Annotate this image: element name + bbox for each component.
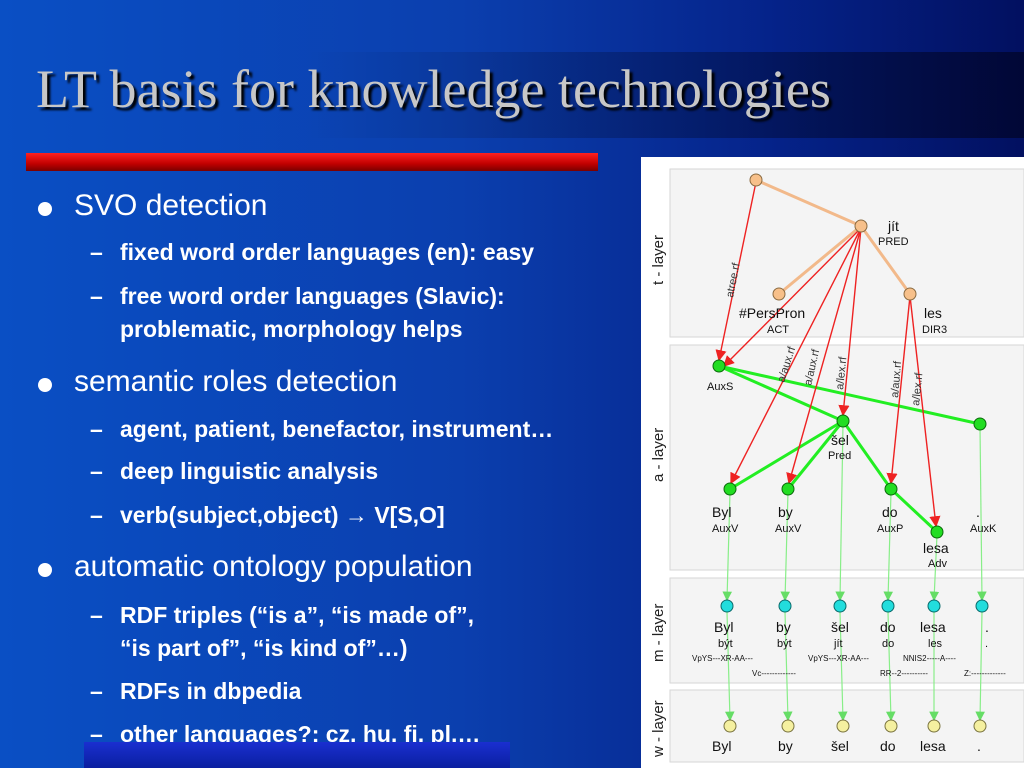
m-lemma: les <box>928 638 943 650</box>
a-node-by: by <box>778 504 793 520</box>
m-tag: VpYS---XR-AA--- <box>692 654 753 663</box>
m-lemma: být <box>718 638 733 650</box>
a-node-lesa: lesa <box>923 540 949 556</box>
t-node-les: les <box>924 305 942 321</box>
m-word: lesa <box>920 619 946 635</box>
a-layer-label: a - layer <box>650 428 667 482</box>
bullet-semantic-roles: semantic roles detection <box>74 365 398 398</box>
m-word: by <box>776 619 791 635</box>
m-layer-lemmas: být být jít do les . <box>718 638 988 650</box>
w-word: do <box>880 738 896 754</box>
a-node-dot: . <box>976 504 980 520</box>
bullet-dot <box>38 202 52 216</box>
w-word: by <box>778 738 793 754</box>
dash-marker: – <box>90 721 103 747</box>
w-word: Byl <box>712 738 731 754</box>
sub-bullet-rdfs-dbpedia: RDFs in dbpedia <box>120 678 302 704</box>
layer-diagram: t - layer a - layer m - layer w - layer <box>641 157 1024 768</box>
sub-bullet-deep-analysis: deep linguistic analysis <box>120 458 379 484</box>
m-word: šel <box>831 619 849 635</box>
m-layer-label: m - layer <box>650 604 667 662</box>
dash-marker: – <box>90 458 103 484</box>
sub-bullet-agent-patient: agent, patient, benefactor, instrument… <box>120 416 554 442</box>
edge-label-lex-2: a/lex.rf <box>910 371 925 406</box>
dash-marker: – <box>90 239 103 265</box>
m-tag: Z:------------- <box>964 669 1006 678</box>
dash-marker: – <box>90 283 103 309</box>
t-node-perspron: #PersPron <box>739 305 805 321</box>
m-layer-words: Byl by šel do lesa . <box>714 619 989 635</box>
m-tag: RR--2---------- <box>880 669 928 678</box>
dash-marker: – <box>90 416 103 442</box>
m-tag: VpYS---XR-AA--- <box>808 654 869 663</box>
a-layer-nodes <box>712 359 987 539</box>
a-node-byl-tag: AuxV <box>712 523 739 535</box>
m-lemma: jít <box>833 638 843 650</box>
sub-bullet-free-order-cont: problematic, morphology helps <box>120 316 463 342</box>
m-to-w-references <box>724 611 985 722</box>
t-layer-label: t - layer <box>650 235 667 285</box>
t-node-jit-tag: PRED <box>878 236 909 248</box>
sub-bullet-free-order: free word order languages (Slavic): <box>120 283 505 309</box>
t-node-les-tag: DIR3 <box>922 324 947 336</box>
w-layer-nodes <box>723 719 987 733</box>
m-layer-tags: VpYS---XR-AA--- VpYS---XR-AA--- NNIS2---… <box>692 654 1006 678</box>
w-layer-words: Byl by šel do lesa . <box>712 738 981 754</box>
m-tag: Vc------------- <box>752 669 796 678</box>
dash-marker: – <box>90 602 103 628</box>
bullet-ontology-population: automatic ontology population <box>74 550 473 583</box>
m-word: . <box>985 619 989 635</box>
sub-bullet-verb-subject: verb(subject,object) → V[S,O] <box>120 502 445 528</box>
a-node-lesa-tag: Adv <box>928 558 947 570</box>
m-lemma: do <box>882 638 894 650</box>
w-word: šel <box>831 738 849 754</box>
w-layer-label: w - layer <box>650 700 667 758</box>
a-node-do-tag: AuxP <box>877 523 903 535</box>
bottom-accent-bar <box>84 742 510 768</box>
title-band <box>0 52 1024 138</box>
t-to-a-references <box>715 181 941 528</box>
sub-bullet-rdf-triples-cont: “is part of”, “is kind of”…) <box>120 635 408 661</box>
m-lemma: být <box>777 638 792 650</box>
bullet-svo-detection: SVO detection <box>74 189 268 222</box>
m-tag: NNIS2-----A---- <box>903 654 956 663</box>
w-word: lesa <box>920 738 946 754</box>
sub-bullet-fixed-order: fixed word order languages (en): easy <box>120 239 535 265</box>
a-node-byl: Byl <box>712 504 731 520</box>
bullet-dot <box>38 378 52 392</box>
a-node-do: do <box>882 504 898 520</box>
a-node-dot-tag: AuxK <box>970 523 997 535</box>
t-node-perspron-tag: ACT <box>767 324 789 336</box>
t-layer-edges <box>755 178 912 296</box>
m-lemma: . <box>985 638 988 650</box>
a-node-by-tag: AuxV <box>775 523 802 535</box>
edge-label-lex-1: a/lex.rf <box>834 355 849 390</box>
a-to-m-references <box>722 423 987 602</box>
t-node-jit: jít <box>887 218 899 234</box>
edge-label-aux-3: a/aux.rf <box>889 360 904 399</box>
a-node-auxs: AuxS <box>707 381 733 393</box>
a-node-sel: šel <box>831 432 849 448</box>
dash-marker: – <box>90 678 103 704</box>
t-layer-nodes <box>749 173 917 301</box>
a-layer-edges <box>718 364 981 534</box>
a-node-sel-tag: Pred <box>828 450 851 462</box>
bullet-dot <box>38 563 52 577</box>
sub-bullet-rdf-triples: RDF triples (“is a”, “is made of”, <box>120 602 475 628</box>
title-underline-bar <box>26 153 598 171</box>
dash-marker: – <box>90 502 103 528</box>
w-word: . <box>977 738 981 754</box>
m-word: Byl <box>714 619 733 635</box>
slide-title: LT basis for knowledge technologies <box>36 59 831 119</box>
m-layer-nodes <box>720 599 989 613</box>
m-word: do <box>880 619 896 635</box>
layer-diagram-svg: t - layer a - layer m - layer w - layer <box>650 168 1024 763</box>
t-layer-panel <box>669 168 1024 338</box>
